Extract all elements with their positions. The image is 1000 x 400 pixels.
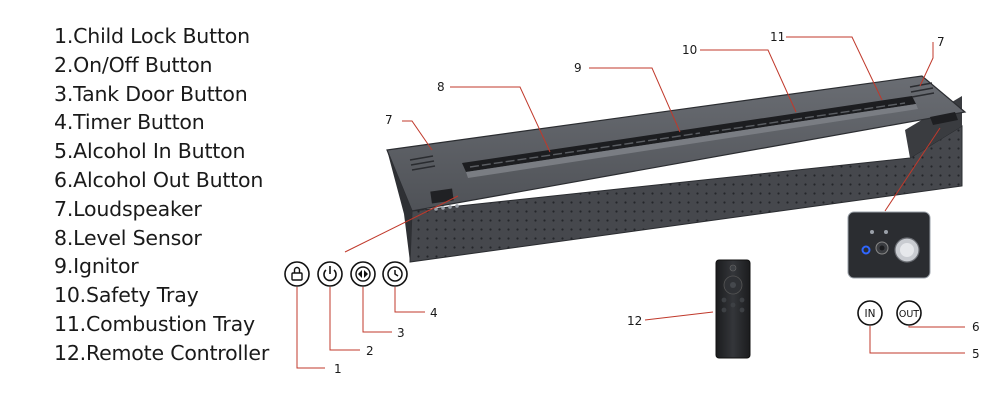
leader-7-right [919,42,934,87]
callout-1: 1 [334,362,342,376]
leader-port-to-detail [884,127,941,212]
callout-12: 12 [627,314,642,328]
leader-8 [450,86,551,153]
leader-12 [644,311,714,321]
legend-item: 9.Ignitor [54,254,139,279]
leader-10 [700,49,797,113]
callout-9: 9 [574,61,582,75]
leader-6 [908,326,965,328]
legend-item: 10.Safety Tray [54,283,199,308]
callout-3: 3 [397,326,405,340]
legend-item: 6.Alcohol Out Button [54,167,264,192]
component-legend: 1.Child Lock Button 2.On/Off Button 3.Ta… [54,22,269,368]
left-edge [387,150,412,262]
leader-5 [869,326,965,354]
leader-9 [589,67,681,133]
leader-lines [344,36,941,321]
callout-6: 6 [972,320,980,334]
callout-5: 5 [972,347,980,361]
in-out-leaders [869,326,965,354]
slot-segments [469,132,701,168]
front-panel [409,125,963,263]
legend-item: 11.Combustion Tray [54,311,255,336]
power-icon [323,266,337,282]
port-detail-inset [847,211,931,279]
blue-led [861,245,871,255]
legend-item: 4.Timer Button [54,110,205,135]
child-lock-button [284,261,310,287]
button-leaders [296,287,425,369]
callout-7-right: 7 [937,35,945,49]
callout-2: 2 [366,344,374,358]
legend-item: 5.Alcohol In Button [54,139,246,164]
on-off-button [317,261,343,287]
safety-tray [466,104,918,178]
leader-1 [296,287,325,369]
burner-body [386,75,967,263]
leader-2 [329,287,360,351]
leader-7-left [402,120,433,151]
in-label: IN [865,308,876,320]
timer-icon [387,266,403,282]
legend-item: 2.On/Off Button [54,52,213,77]
out-label: OUT [899,309,919,320]
lock-icon [291,272,303,281]
legend-item: 1.Child Lock Button [54,24,250,48]
timer-button [382,261,408,287]
leader-3 [362,287,392,333]
callout-10: 10 [682,43,697,57]
callout-7-left: 7 [385,113,393,127]
callout-11: 11 [770,30,785,44]
control-display [430,188,454,204]
legend-item: 12.Remote Controller [54,340,270,365]
tank-door-icon [355,266,371,282]
legend-item: 7.Loudspeaker [54,196,202,221]
remote-controller [715,259,751,359]
legend-item: 8.Level Sensor [54,225,202,250]
legend-item: 3.Tank Door Button [54,81,248,106]
callout-8: 8 [437,80,445,94]
fill-port [930,112,958,125]
leader-4 [394,287,425,313]
alcohol-in-button: IN [857,300,883,326]
slot-segments [709,102,906,133]
callout-4: 4 [430,306,438,320]
tank-door-button [350,261,376,287]
left-speaker-grille [409,155,436,171]
alcohol-out-button: OUT [896,300,922,326]
leader-11 [786,36,883,101]
leader-control-to-buttons [344,195,459,253]
control-buttons-row [434,204,459,211]
